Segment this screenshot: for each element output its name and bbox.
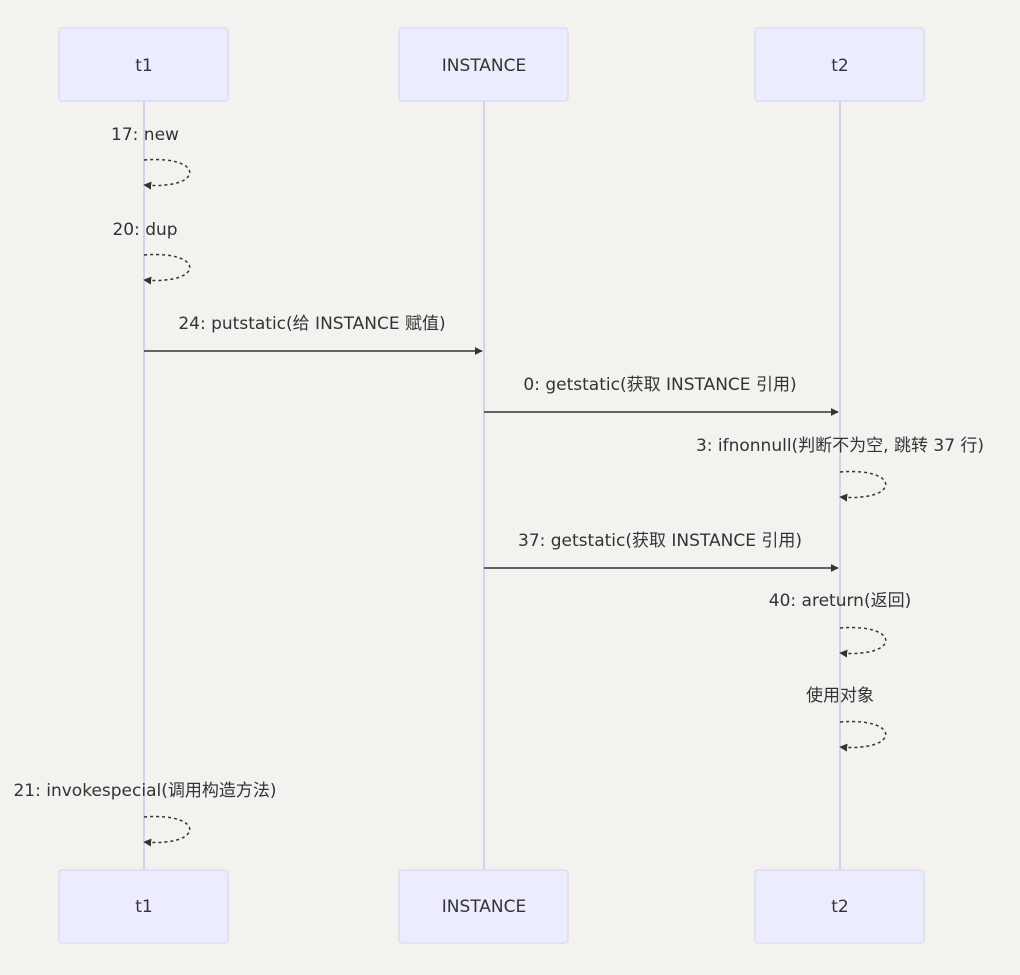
message-label: 0: getstatic(获取 INSTANCE 引用): [523, 375, 796, 395]
message-label: 20: dup: [112, 220, 177, 240]
message-self-t1-dup: 20: dup: [112, 220, 191, 285]
message-getstatic-0: 0: getstatic(获取 INSTANCE 引用): [484, 375, 839, 416]
actor-label: t1: [135, 897, 152, 917]
message-label: 3: ifnonnull(判断不为空, 跳转 37 行): [696, 436, 984, 456]
actor-label: INSTANCE: [442, 56, 527, 76]
actor-t2-bottom: t2: [754, 869, 925, 944]
actor-instance-bottom: INSTANCE: [398, 869, 569, 944]
message-label: 40: areturn(返回): [769, 591, 911, 611]
self-loop-arrow: [839, 720, 887, 752]
actor-label: t2: [831, 897, 848, 917]
actor-label: t1: [135, 56, 152, 76]
message-self-t2-use-object: 使用对象: [806, 685, 887, 752]
actor-t2-top: t2: [754, 27, 925, 102]
actor-instance-top: INSTANCE: [398, 27, 569, 102]
message-label: 37: getstatic(获取 INSTANCE 引用): [518, 531, 802, 551]
self-loop-arrow: [143, 253, 191, 285]
message-self-t2-areturn: 40: areturn(返回): [769, 591, 911, 658]
message-label: 24: putstatic(给 INSTANCE 赋值): [178, 314, 445, 334]
message-label: 17: new: [111, 125, 179, 145]
message-getstatic-37: 37: getstatic(获取 INSTANCE 引用): [484, 531, 839, 572]
actor-t1-bottom: t1: [58, 869, 229, 944]
actor-label: t2: [831, 56, 848, 76]
self-loop-arrow: [839, 626, 887, 658]
message-self-t2-ifnonnull: 3: ifnonnull(判断不为空, 跳转 37 行): [696, 436, 984, 502]
message-self-t1-new: 17: new: [111, 125, 191, 190]
message-label: 21: invokespecial(调用构造方法): [13, 781, 276, 801]
message-self-t1-invokespecial: 21: invokespecial(调用构造方法): [13, 781, 277, 847]
actor-t1-top: t1: [58, 27, 229, 102]
self-loop-arrow: [839, 470, 887, 502]
message-putstatic: 24: putstatic(给 INSTANCE 赋值): [144, 314, 483, 355]
message-label: 使用对象: [806, 685, 874, 706]
self-loop-arrow: [143, 158, 191, 190]
self-loop-arrow: [143, 815, 191, 847]
actor-label: INSTANCE: [442, 897, 527, 917]
